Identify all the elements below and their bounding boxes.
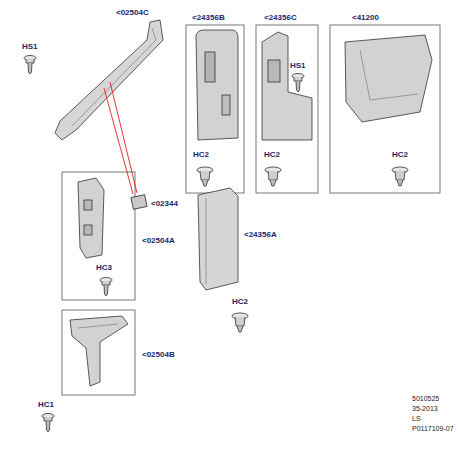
callout-number: HC2: [193, 150, 209, 159]
callout-number: <24356B: [192, 13, 225, 22]
callout-number: HS1: [290, 61, 306, 70]
callout-number: HC1: [38, 400, 54, 409]
callout-number: HC2: [264, 150, 280, 159]
callout-number: HC2: [232, 297, 248, 306]
callout-number: <02344: [151, 199, 178, 208]
callout-number: <02504C: [116, 8, 149, 17]
leader-lines: [104, 82, 137, 194]
callout-number: <02504A: [142, 236, 175, 245]
drawing-note: 5010525: [412, 395, 439, 402]
callout-number: <02504B: [142, 350, 175, 359]
callout-number: <41200: [352, 13, 379, 22]
callout-number: <24356A: [244, 230, 277, 239]
drawing-note: 35-2013: [412, 405, 438, 412]
trim-panels: [55, 20, 432, 386]
drawing-note: P0117109-07: [412, 425, 454, 432]
fasteners: [24, 56, 408, 433]
drawing-note: LS: [412, 415, 421, 422]
callout-number: HC3: [96, 263, 112, 272]
callout-number: HC2: [392, 150, 408, 159]
callout-number: <24356C: [264, 13, 297, 22]
callout-number: HS1: [22, 42, 38, 51]
